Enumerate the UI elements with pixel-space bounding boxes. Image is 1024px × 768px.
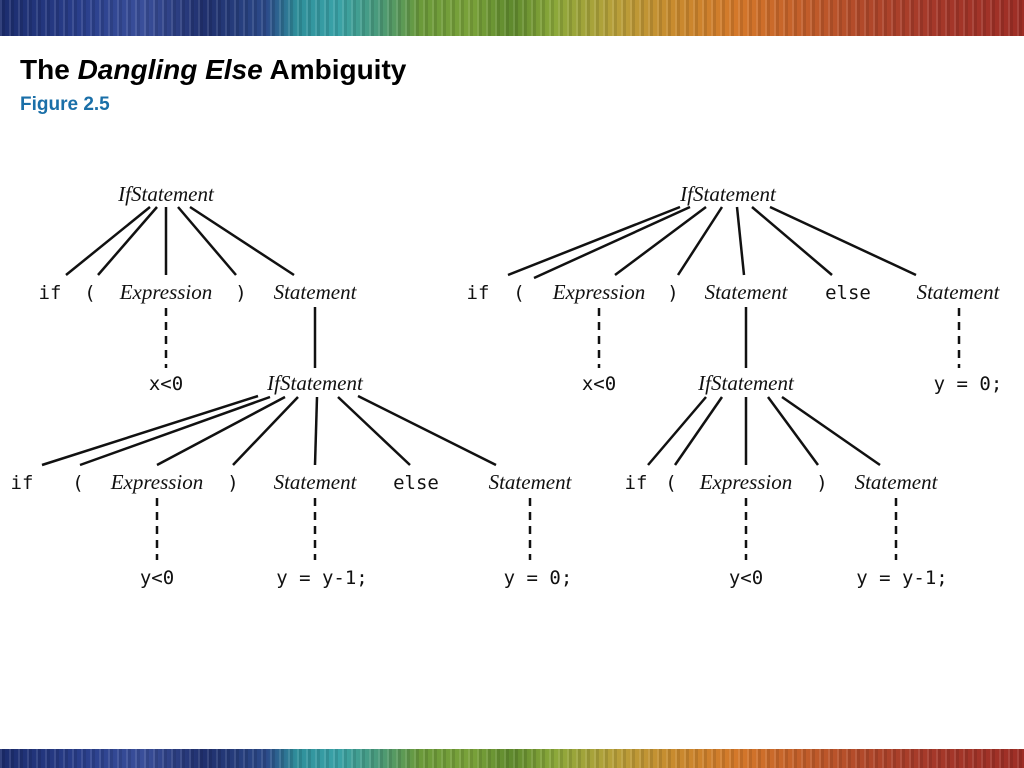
condition-leaf: x<0: [149, 373, 183, 395]
edge: [647, 396, 707, 466]
edge: [41, 394, 259, 467]
statement-node: Statement: [274, 470, 358, 494]
if-statement-node: IfStatement: [266, 371, 364, 395]
edge: [97, 206, 158, 276]
if-keyword: if: [39, 282, 62, 304]
decorative-top-band: [0, 0, 1024, 36]
expression-node: Expression: [552, 280, 646, 304]
condition-leaf: y<0: [729, 567, 763, 589]
statement-node: Statement: [489, 470, 573, 494]
edge: [533, 205, 691, 280]
if-keyword: if: [11, 472, 34, 494]
if-statement-node: IfStatement: [679, 182, 777, 206]
left-paren: (: [665, 472, 676, 494]
edge: [769, 205, 917, 277]
left-paren: (: [72, 472, 83, 494]
edge: [79, 395, 271, 467]
edge: [232, 396, 299, 466]
slide-title: The Dangling Else Ambiguity: [20, 54, 406, 86]
expression-node: Expression: [119, 280, 213, 304]
if-keyword: if: [467, 282, 490, 304]
statement-node: Statement: [855, 470, 939, 494]
expression-node: Expression: [699, 470, 793, 494]
right-paren: ): [816, 472, 827, 494]
edge: [177, 206, 237, 276]
edge: [189, 205, 295, 277]
left-parse-tree: IfStatement if ( Expression ) Statement …: [11, 182, 573, 589]
assignment-leaf: y = y-1;: [856, 567, 948, 589]
edge: [313, 396, 319, 466]
statement-node: Statement: [917, 280, 1001, 304]
edge: [781, 395, 881, 467]
edge: [735, 206, 746, 276]
else-keyword: else: [825, 282, 871, 304]
edge: [751, 206, 833, 276]
title-emphasis: Dangling Else: [77, 54, 263, 85]
statement-node: Statement: [705, 280, 789, 304]
assignment-leaf: y = 0;: [934, 373, 1003, 395]
title-prefix: The: [20, 54, 70, 85]
edge: [357, 394, 497, 467]
right-paren: ): [667, 282, 678, 304]
expression-node: Expression: [110, 470, 204, 494]
if-statement-node: IfStatement: [117, 182, 215, 206]
title-suffix: Ambiguity: [269, 54, 407, 85]
else-keyword: else: [393, 472, 439, 494]
edge: [673, 396, 724, 466]
if-keyword: if: [625, 472, 648, 494]
left-paren: (: [84, 282, 95, 304]
right-paren: ): [227, 472, 238, 494]
left-paren: (: [513, 282, 524, 304]
condition-leaf: x<0: [582, 373, 616, 395]
edge: [614, 205, 707, 277]
condition-leaf: y<0: [140, 567, 174, 589]
right-parse-tree: IfStatement if ( Expression ) Statement …: [467, 182, 1003, 589]
assignment-leaf: y = y-1;: [276, 567, 368, 589]
right-paren: ): [235, 282, 246, 304]
edge: [507, 205, 681, 277]
edge: [676, 206, 724, 276]
edge: [337, 396, 411, 466]
figure-label: Figure 2.5: [20, 94, 110, 115]
statement-node: Statement: [274, 280, 358, 304]
edge: [156, 395, 286, 467]
edge: [766, 396, 820, 466]
assignment-leaf: y = 0;: [504, 567, 573, 589]
edge: [65, 206, 151, 276]
if-statement-node: IfStatement: [697, 371, 795, 395]
decorative-bottom-band: [0, 749, 1024, 768]
